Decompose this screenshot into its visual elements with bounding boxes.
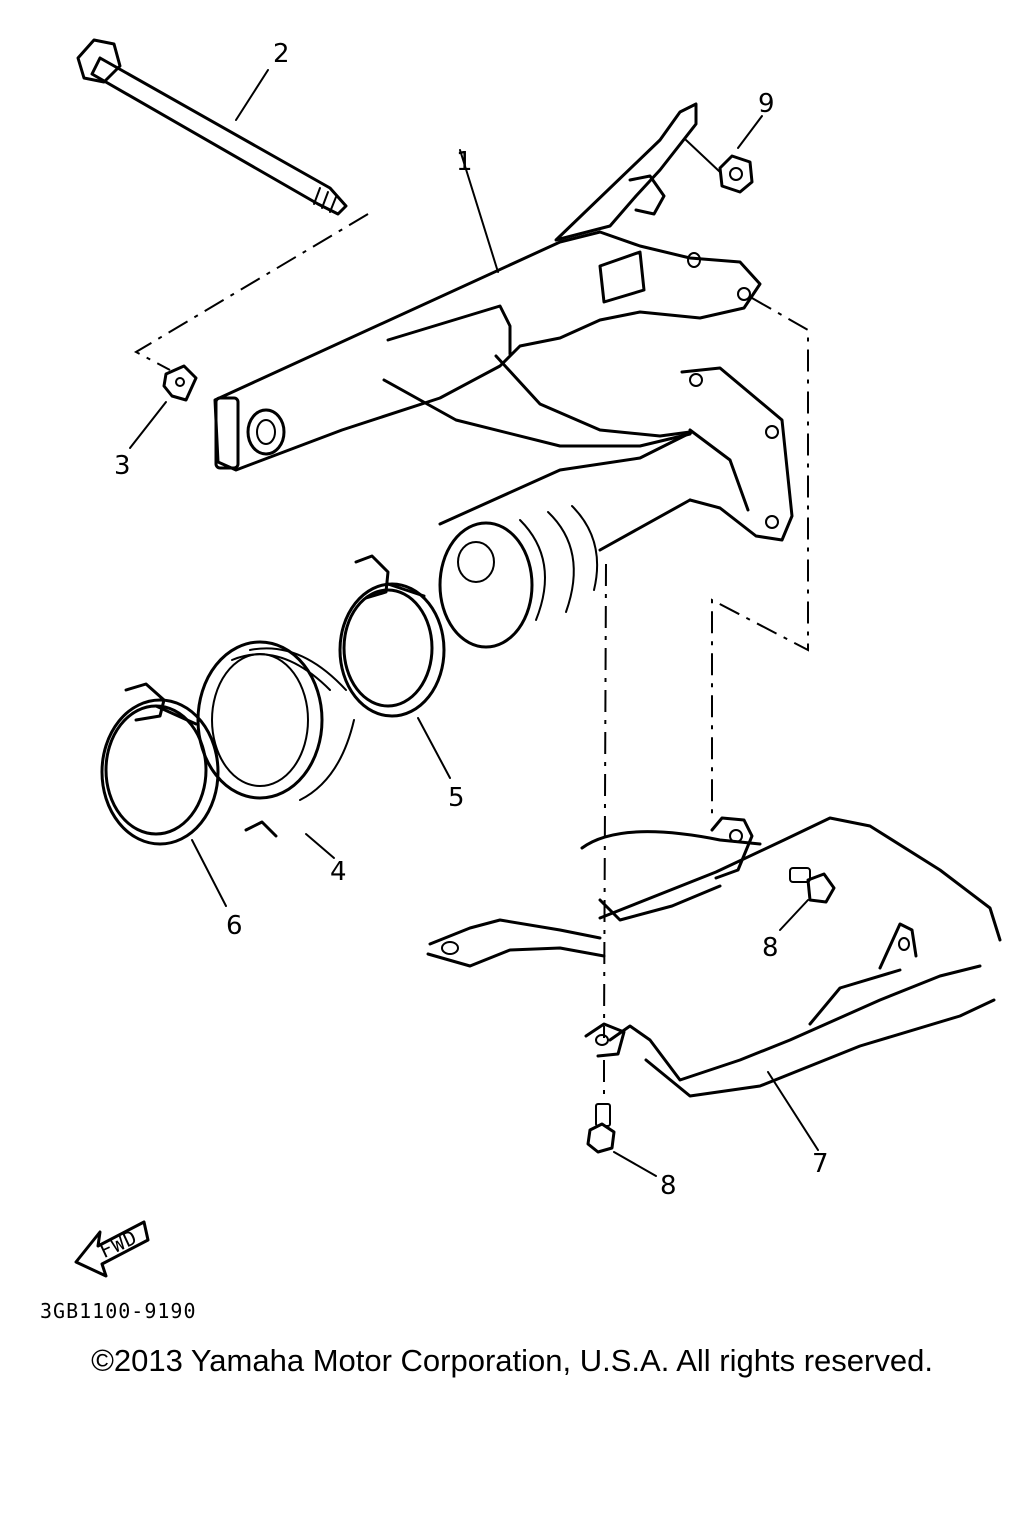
callout-2: 2 (273, 39, 290, 69)
pivot-bolt (76, 38, 348, 216)
callout-6: 6 (226, 911, 243, 941)
callout-9: 9 (758, 89, 775, 119)
callout-3: 3 (114, 451, 131, 481)
bolt-lower (586, 1103, 616, 1154)
copyright-notice: ©2013 Yamaha Motor Corporation, U.S.A. A… (91, 1343, 933, 1378)
callout-1: 1 (456, 147, 473, 177)
bolt-upper (789, 867, 836, 904)
clip-bracket (162, 364, 198, 402)
svg-text:FWD: FWD (96, 1225, 142, 1263)
callout-7: 7 (812, 1149, 829, 1179)
diagram-code: 3GB1100-9190 (40, 1299, 197, 1323)
clamp-small (100, 682, 220, 846)
axle-housing (438, 366, 794, 649)
dust-boot (196, 640, 355, 838)
callout-4: 4 (330, 857, 347, 887)
callout-8-lower: 8 (660, 1171, 677, 1201)
callout-8-upper: 8 (762, 933, 779, 963)
forward-arrow-icon: FWD (74, 1220, 150, 1278)
nut (718, 154, 754, 194)
clamp-large (338, 554, 446, 718)
swingarm (213, 102, 762, 472)
guard-frame (426, 816, 1002, 1098)
callout-5: 5 (448, 783, 465, 813)
